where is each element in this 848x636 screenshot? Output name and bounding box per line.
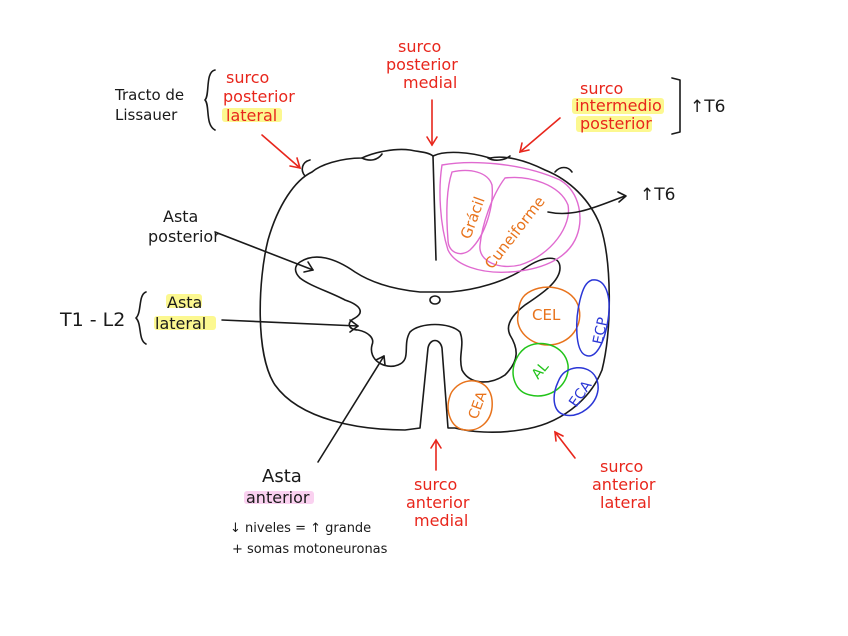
surco-post-lat-line1: surco: [226, 68, 269, 87]
arrow-asta-lateral: [221, 319, 359, 327]
spinal-cord-outline: [259, 148, 611, 433]
surco-int-post-line1: surco: [580, 79, 623, 98]
note-line1: ↓ niveles = ↑ grande: [230, 521, 371, 536]
asta-lateral-line2: lateral: [155, 314, 206, 333]
arrowhead-surco-int-post: [518, 142, 530, 154]
up-t6-top: ↑T6: [690, 97, 725, 117]
surco-post-med-line2: posterior: [386, 55, 458, 74]
surco-ant-med-line3: medial: [414, 511, 468, 530]
arrowhead-asta-posterior: [303, 261, 314, 273]
surco-ant-lat-line1: surco: [600, 457, 643, 476]
posterior-median-septum: [432, 155, 437, 261]
asta-posterior-line1: Asta: [163, 207, 198, 226]
t1-l2-label: T1 - L2: [59, 309, 125, 331]
gracil-region: [446, 169, 493, 255]
asta-lateral-line1: Asta: [167, 293, 202, 312]
surco-ant-med-line2: anterior: [406, 493, 470, 512]
highlight-lateral-top: [222, 108, 282, 122]
ecp-region: [575, 279, 610, 357]
arrowhead-t6: [617, 191, 627, 203]
posterior-bump-left: [361, 153, 383, 161]
highlight-posterior: [576, 116, 652, 132]
cea-label: CEA: [466, 389, 491, 421]
highlight-asta-lateral-2: [154, 316, 216, 330]
surco-int-post-line2: intermedio: [575, 96, 662, 115]
central-canal: [429, 295, 441, 305]
eca-region: [553, 367, 599, 417]
up-t6-right: ↑T6: [640, 185, 675, 205]
gracil-label: Grácil: [457, 194, 489, 241]
arrow-surco-post-lat: [261, 134, 301, 169]
surco-int-post-line3: posterior: [580, 114, 652, 133]
asta-anterior-line2: anterior: [246, 488, 310, 507]
arrowhead-surco-ant-lat: [554, 430, 564, 442]
surco-ant-med-line1: surco: [414, 475, 457, 494]
cea-region: [447, 380, 493, 431]
surco-post-med-line1: surco: [398, 37, 441, 56]
gray-matter: [294, 256, 561, 383]
surco-ant-lat-line3: lateral: [600, 493, 651, 512]
cuneiforme-region: [479, 176, 570, 268]
arrow-asta-anterior: [317, 355, 385, 463]
arrowhead-surco-ant-med: [430, 438, 442, 449]
asta-anterior-line1: Asta: [262, 466, 302, 487]
highlight-asta-lateral-1: [166, 294, 202, 308]
posterior-bump-right: [487, 155, 511, 161]
asta-lateral-brace: [135, 291, 147, 345]
surco-post-med-line3: medial: [403, 73, 457, 92]
al-label: AL: [529, 359, 553, 383]
dorsal-columns-border: [439, 161, 581, 273]
surco-post-lat-line2: posterior: [223, 87, 295, 106]
surco-ant-lat-line2: anterior: [592, 475, 656, 494]
arrowhead-surco-post-lat: [289, 157, 302, 170]
highlight-intermedio: [572, 98, 664, 114]
posterolateral-notch-right: [554, 166, 573, 173]
tracto-label-line1: Tracto de: [114, 86, 184, 104]
surco-post-lat-line3: lateral: [226, 106, 277, 125]
int-post-bracket: [671, 77, 681, 135]
arrowhead-asta-lateral: [349, 319, 359, 333]
arrowhead-asta-anterior: [375, 355, 386, 366]
tracto-brace: [204, 69, 216, 131]
note-line2: + somas motoneuronas: [232, 542, 388, 557]
cel-label: CEL: [532, 306, 561, 324]
highlight-asta-anterior: [244, 491, 314, 504]
tracto-label-line2: Lissauer: [115, 106, 178, 124]
al-region: [512, 342, 569, 397]
curved-arrow-t6: [547, 195, 626, 215]
posterolateral-notch-left: [301, 159, 311, 177]
arrow-surco-ant-lat: [554, 431, 576, 459]
arrow-asta-posterior: [214, 231, 314, 271]
arrow-surco-int-post: [519, 117, 561, 153]
asta-posterior-line2: posterior: [148, 227, 220, 246]
arrowhead-surco-post-med: [426, 136, 438, 147]
ecp-label: ECP: [590, 316, 611, 346]
